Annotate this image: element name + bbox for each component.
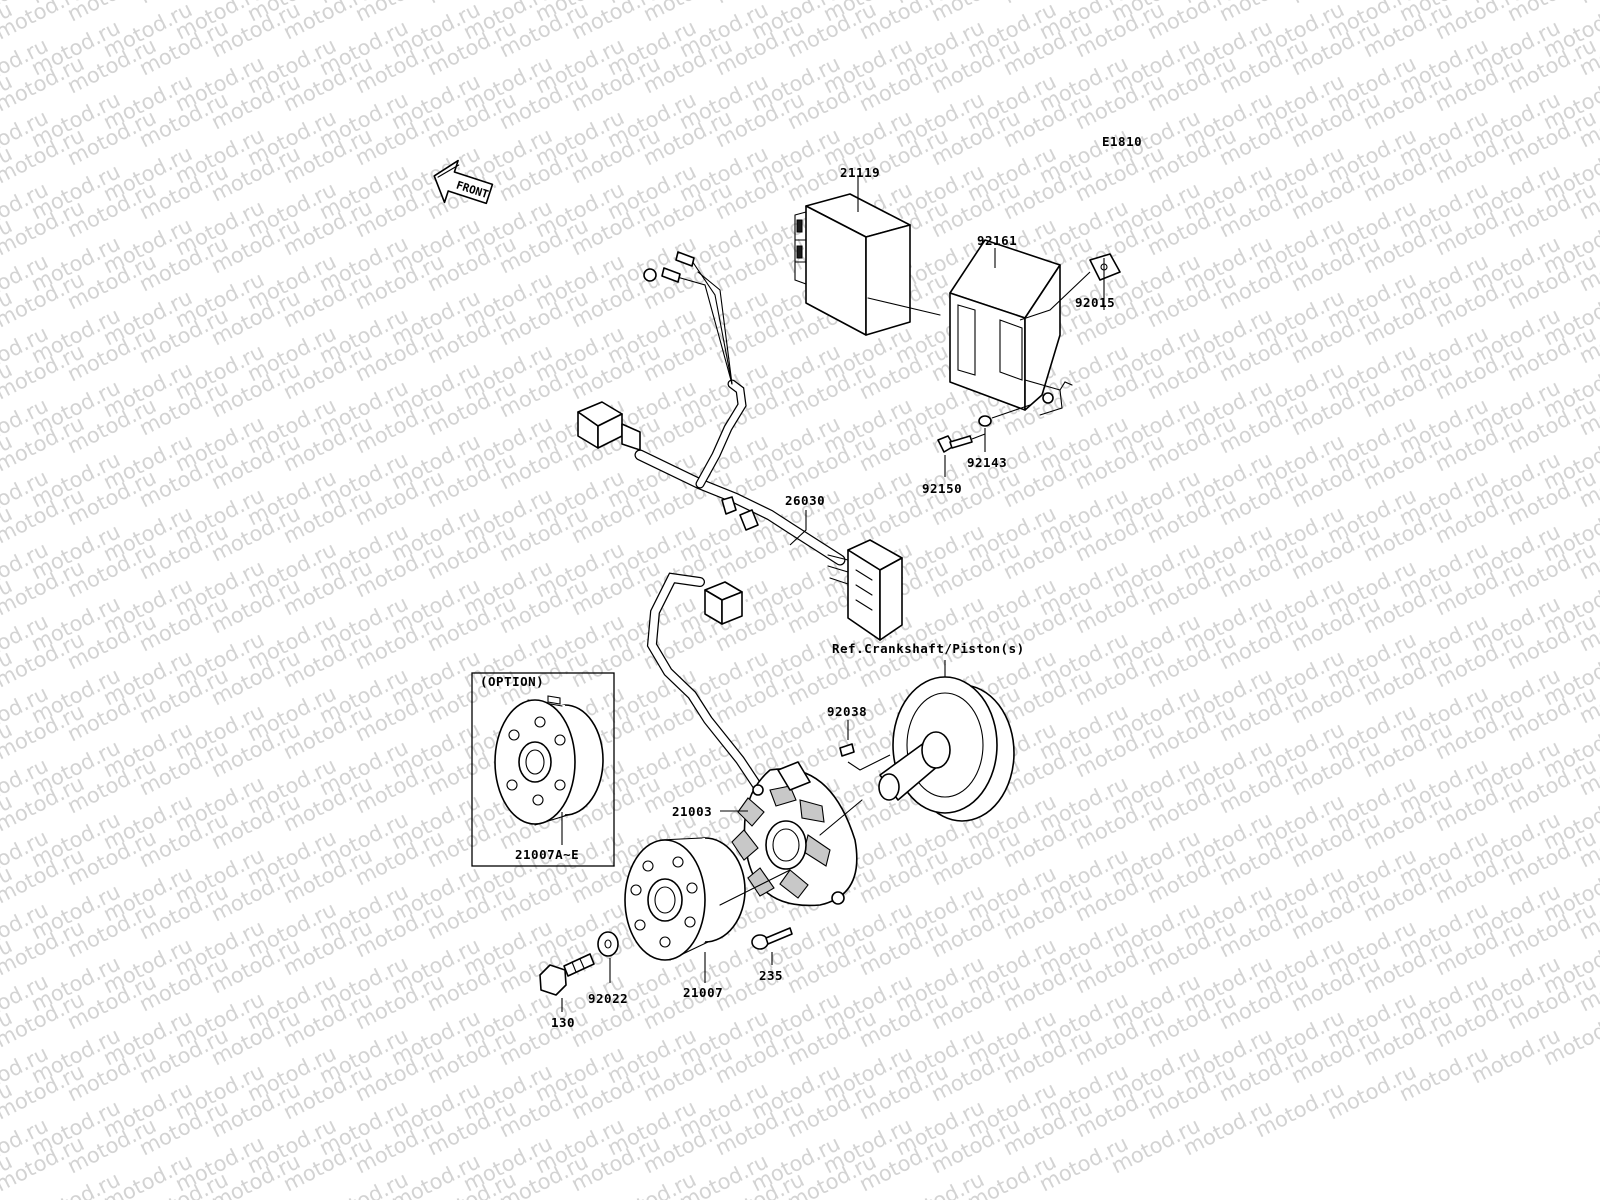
option-box: (OPTION) 21007A~E: [471, 672, 615, 867]
part-label-stator-screw: 235: [759, 968, 783, 983]
watermark-text: motod.ru: [1575, 0, 1600, 8]
part-label-stator: 21003: [672, 804, 712, 819]
part-label-bracket: 92015: [1075, 295, 1115, 310]
flywheel-bolt-part: [539, 953, 595, 996]
nut-part: [978, 415, 992, 427]
option-title: (OPTION): [480, 674, 544, 689]
part-label-ecu: 21119: [840, 165, 880, 180]
option-part-number: 21007A~E: [515, 847, 579, 862]
part-label-regulator: 92161: [977, 233, 1017, 248]
reference-note: Ref.Crankshaft/Piston(s): [832, 641, 1025, 656]
part-label-wire-harness: 26030: [785, 493, 825, 508]
stator-part: [731, 761, 863, 907]
regulator-unit: [949, 239, 1073, 416]
stator-lead-wire: [646, 572, 765, 795]
regulator-bolt-part: [937, 435, 973, 453]
part-label-key: 92038: [827, 704, 867, 719]
ecu-unit: [794, 193, 941, 336]
part-label-flywheel-bolt: 130: [551, 1015, 575, 1030]
wire-harness-part: [577, 251, 903, 641]
crankshaft-rotor: [878, 676, 1015, 822]
part-label-nut: 92143: [967, 455, 1007, 470]
washer-part: [597, 931, 619, 957]
diagram-code: E1810: [1102, 134, 1142, 149]
stator-screw-part: [751, 927, 793, 950]
key-part: [839, 743, 855, 757]
front-arrow-icon: FRONT: [433, 159, 494, 205]
part-label-regulator-bolt: 92150: [922, 481, 962, 496]
flywheel-part: [624, 837, 791, 961]
part-label-flywheel: 21007: [683, 985, 723, 1000]
part-label-washer: 92022: [588, 991, 628, 1006]
